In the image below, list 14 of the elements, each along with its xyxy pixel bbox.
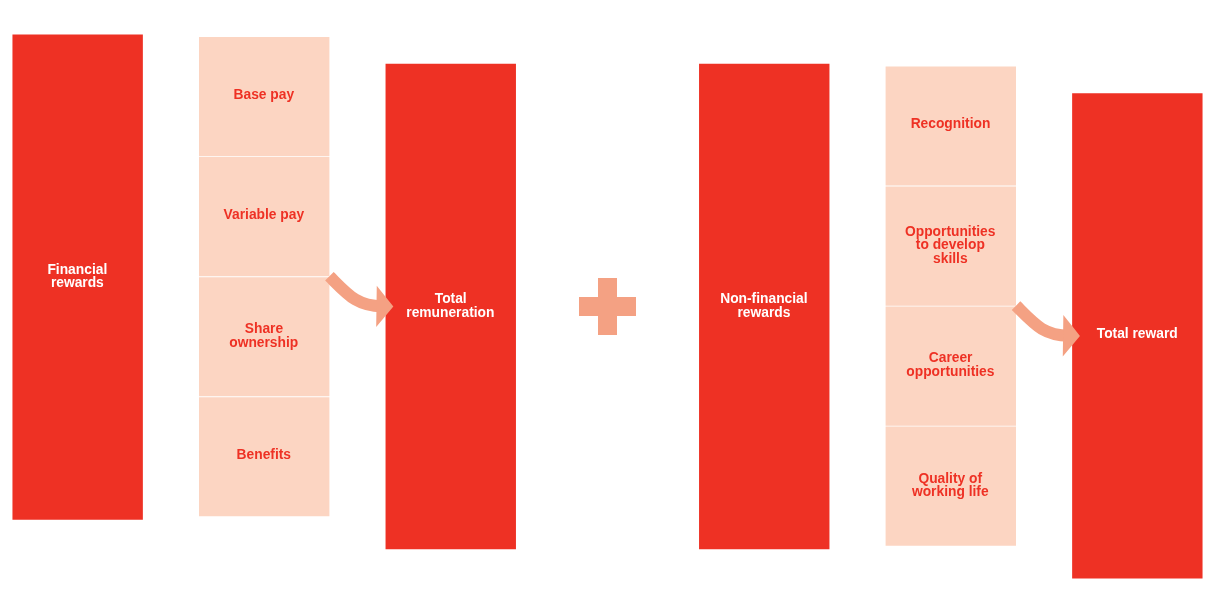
node-box: Base pay: [199, 37, 330, 157]
node-box: Total reward: [1072, 93, 1203, 579]
node-box: Quality of working life: [885, 426, 1016, 546]
node-box: Career opportunities: [885, 306, 1016, 426]
arrow: [1011, 301, 1080, 357]
node-box: Share ownership: [199, 277, 330, 397]
node-box: Financial rewards: [12, 34, 143, 520]
node-box: Benefits: [199, 397, 330, 517]
node-box: Non-financial rewards: [699, 63, 830, 550]
arrow: [325, 272, 394, 327]
node-box: Variable pay: [199, 157, 330, 277]
node-box: Recognition: [885, 66, 1016, 186]
node-box: Total remuneration: [385, 63, 516, 550]
node-box: Opportunities to develop skills: [885, 186, 1016, 306]
